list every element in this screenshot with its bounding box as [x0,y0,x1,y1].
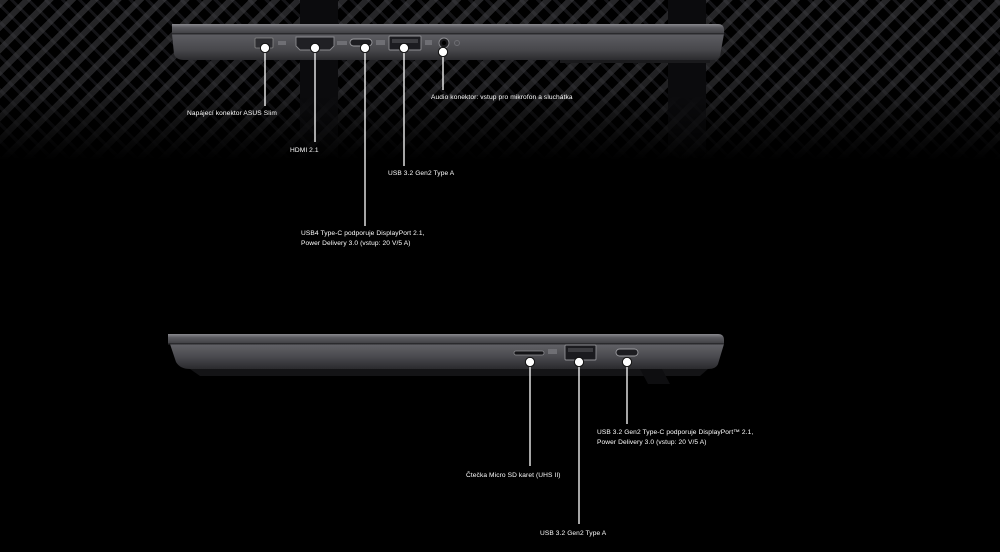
callout-dot-usb-c [621,356,633,368]
label-usb4: USB4 Type-C podporuje DisplayPort 2.1, P… [301,229,425,248]
usb4-icon [376,40,385,45]
label-usb-c-line1: USB 3.2 Gen2 Type-C podporuje DisplayPor… [597,429,754,436]
callout-dot-microsd [524,356,536,368]
label-usb-a-right: USB 3.2 Gen2 Type A [540,530,607,537]
laptop-lid [172,24,724,34]
laptop-seam [172,33,724,35]
laptop-right-side [168,334,724,524]
label-hdmi: HDMI 2.1 [290,147,319,154]
laptop-left-side [172,24,724,226]
callout-dot-asus-slim [259,42,271,54]
callout-dot-audio [437,46,449,58]
callout-dot-usb-a-right [573,356,585,368]
usb-a-icon [425,40,432,45]
label-audio: Audio konektor: vstup pro mikrofon a slu… [431,94,573,101]
audio-jack-hole [441,40,447,46]
laptop-foot [190,369,708,376]
hdmi-icon [337,41,347,45]
laptop-base [170,344,724,369]
usb-a-tongue [568,348,593,352]
port-icon [278,41,286,45]
callout-dot-hdmi [309,42,321,54]
microsd-slot [513,350,545,356]
usb-a-tongue [392,39,418,43]
laptop-foot [560,60,710,63]
laptop-lid [168,334,724,344]
headset-icon [454,40,460,46]
label-usb4-line1: USB4 Type-C podporuje DisplayPort 2.1, [301,230,425,237]
label-asus-slim: Napájecí konektor ASUS Slim [187,110,277,117]
label-usb-c-line2: Power Delivery 3.0 (vstup: 20 V/5 A) [597,438,707,446]
usb-c-port [615,348,639,357]
laptop-foot-shadow [640,369,670,384]
laptop-seam [168,343,724,345]
label-usb-c: USB 3.2 Gen2 Type-C podporuje DisplayPor… [597,428,753,447]
label-usb4-line2: Power Delivery 3.0 (vstup: 20 V/5 A) [301,239,411,247]
microsd-icon [548,349,557,354]
label-microsd: Čtečka Micro SD karet (UHS II) [466,472,561,479]
callout-dot-usb-a [398,42,410,54]
callout-dot-usb4 [359,42,371,54]
label-usb-a: USB 3.2 Gen2 Type A [388,170,455,177]
